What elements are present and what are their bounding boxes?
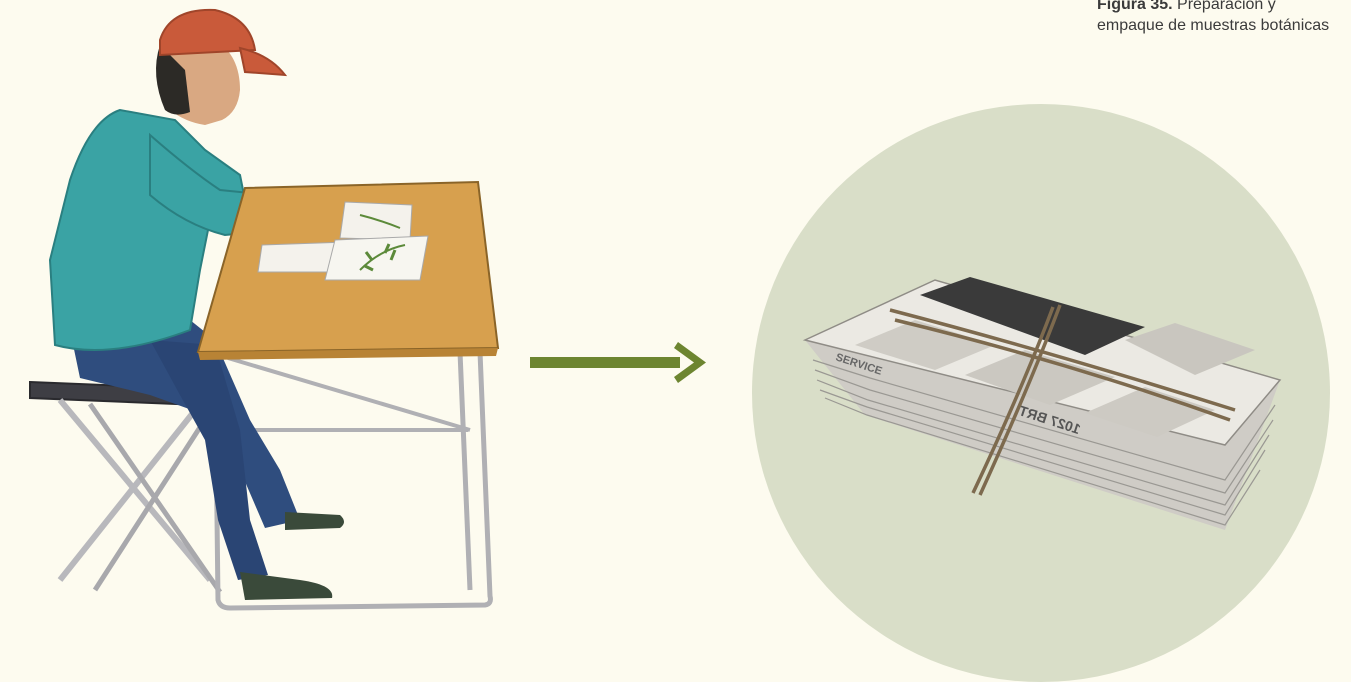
newspaper-bundle-illustration: 1027 BRT SERVICE bbox=[795, 265, 1295, 565]
person-head bbox=[156, 10, 285, 125]
figure-label: Figura 35. bbox=[1097, 0, 1173, 13]
process-arrow-icon bbox=[528, 338, 708, 388]
person-pressing-plants-illustration bbox=[0, 0, 520, 681]
figure-caption: Figura 35. Preparación y empaque de mues… bbox=[1097, 0, 1337, 36]
